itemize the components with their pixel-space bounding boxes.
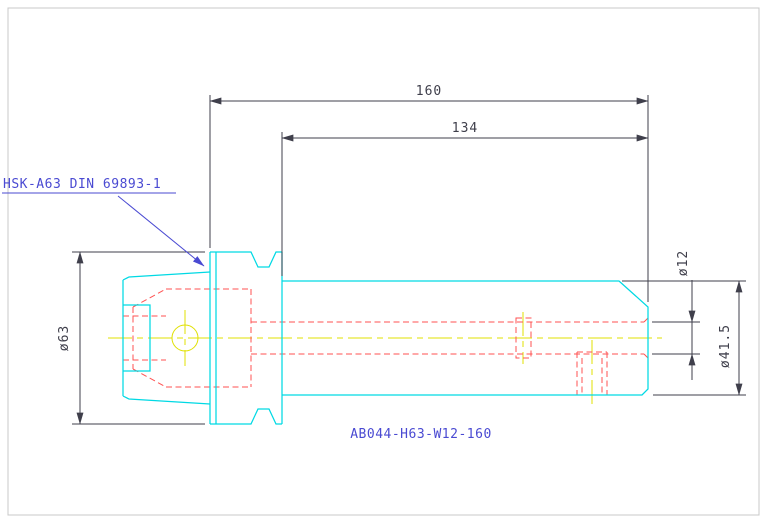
dim-label-overall-length: 160 xyxy=(416,84,442,99)
set-screw-hidden xyxy=(576,351,608,395)
dimension-bore-diameter: ø12 xyxy=(652,250,700,380)
dimension-projection-length: 134 xyxy=(281,121,649,276)
dim-label-body-diameter: ø41.5 xyxy=(718,324,733,368)
centerlines xyxy=(108,310,662,404)
part-outline xyxy=(122,251,649,425)
callout-text: HSK-A63 DIN 69893-1 xyxy=(3,177,161,192)
dimension-body-diameter: ø41.5 xyxy=(622,280,746,396)
part-number-label: AB044-H63-W12-160 xyxy=(350,427,492,442)
hidden-lines xyxy=(123,288,649,395)
callout-leader-arrow xyxy=(117,195,205,267)
dimension-flange-diameter: ø63 xyxy=(57,251,205,425)
coolant-hole-circle xyxy=(171,324,199,352)
dimension-overall-length: 160 xyxy=(209,84,649,302)
dim-label-flange-diameter: ø63 xyxy=(57,325,72,351)
sheet-border xyxy=(7,7,760,516)
dim-label-bore-diameter: ø12 xyxy=(676,250,691,276)
clamp-screw-hidden xyxy=(515,317,532,359)
dim-label-projection-length: 134 xyxy=(452,121,478,136)
callout-hsk-spec: HSK-A63 DIN 69893-1 xyxy=(2,177,205,267)
